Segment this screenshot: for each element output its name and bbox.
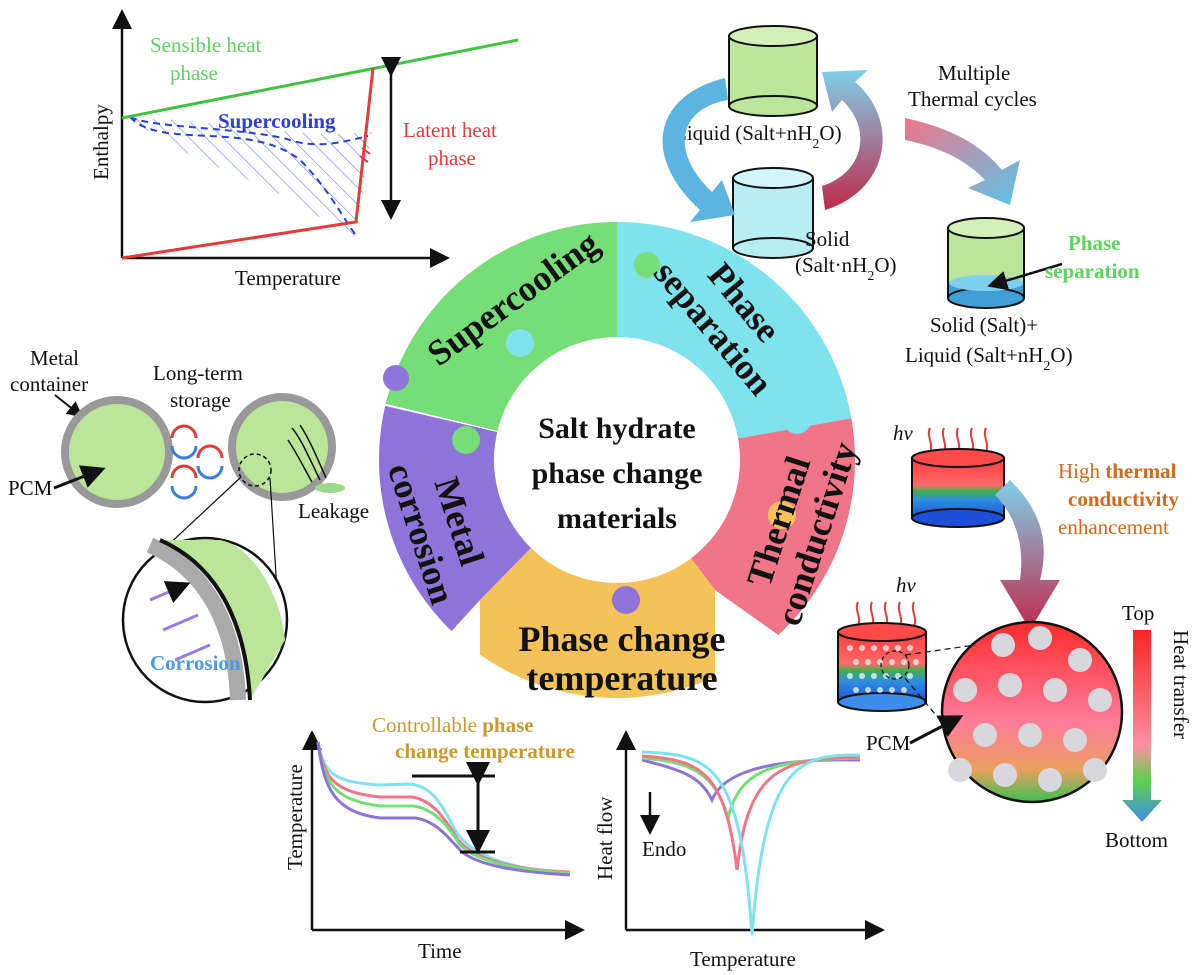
conductivity-title-2: conductivity xyxy=(1068,487,1179,511)
composite-cylinder xyxy=(837,622,927,712)
phase-sep-label-1: Phase xyxy=(1068,231,1121,255)
hv-label-1: hv xyxy=(893,421,914,445)
pcm-label-left: PCM xyxy=(8,476,53,500)
pcm-label-right: PCM xyxy=(866,731,911,755)
center-line-2: phase change xyxy=(532,457,703,490)
conductivity-title-1: High thermal xyxy=(1058,459,1177,483)
chart2-ylabel: Heat flow xyxy=(593,796,617,880)
phase-separation-panel: Liquid (Salt+nH2O) Solid (Salt·nH2O) Mul… xyxy=(662,25,1140,374)
leakage-label: Leakage xyxy=(298,499,369,523)
puzzle-knobs xyxy=(383,252,811,636)
cycle-swirl-icons xyxy=(170,424,224,500)
storage-label-2: storage xyxy=(170,388,231,412)
metal-container-label-2: container xyxy=(10,372,88,396)
mixture-label-2: Liquid (Salt+nH2O) xyxy=(905,343,1073,374)
heat-transfer-label: Heat transfer xyxy=(1169,630,1193,739)
ring-center xyxy=(496,339,738,581)
cooling-curve-chart: Temperature Time xyxy=(283,730,585,963)
corrosion-label: Corrosion xyxy=(150,651,241,675)
chart1-xlabel: Time xyxy=(418,939,462,963)
heat-transfer-bar xyxy=(1122,630,1162,822)
solid-cylinder xyxy=(732,167,814,259)
enhancement-arrow xyxy=(995,480,1060,630)
metal-container-circle xyxy=(61,396,173,508)
controllable-label-1: Controllable phase xyxy=(372,713,534,737)
enthalpy-axis-label: Enthalpy xyxy=(89,104,113,180)
thermal-cycles-arrow xyxy=(905,118,1020,205)
controllable-label-2: change temperature xyxy=(395,739,575,763)
corrosion-arrows xyxy=(149,581,211,662)
center-title: Salt hydrate phase change materials xyxy=(532,412,703,535)
endo-label: Endo xyxy=(642,837,686,861)
metal-corrosion-panel: Metal container PCM Long-term storage Le… xyxy=(8,346,369,704)
heat-top-label: Top xyxy=(1122,601,1154,625)
liquid-label: Liquid (Salt+nH2O) xyxy=(674,121,842,152)
separated-cylinder xyxy=(947,217,1025,309)
segment-label-temperature: temperature xyxy=(526,658,717,698)
solid-label-2: (Salt·nH2O) xyxy=(795,253,897,284)
thermal-conductivity-panel: hv High thermal conductivity enhancement… xyxy=(837,421,1193,852)
latent-heat-label-2: phase xyxy=(428,146,476,170)
dsc-heat-flow-chart: Endo Heat flow Temperature xyxy=(593,730,885,971)
cycle-arrow-right xyxy=(822,70,883,210)
mixture-label-1: Solid (Salt)+ xyxy=(930,313,1038,337)
leakage-puddle xyxy=(315,483,345,493)
gradient-cylinder xyxy=(911,448,1005,528)
phase-sep-label-2: separation xyxy=(1045,259,1140,283)
chart2-xlabel: Temperature xyxy=(690,947,796,971)
supercooling-panel: Sensible heat phase Supercooling Latent … xyxy=(89,9,519,290)
segment-label-phase-change: Phase change xyxy=(519,619,726,659)
magnified-sphere xyxy=(940,620,1124,804)
storage-label-1: Long-term xyxy=(153,361,243,385)
conductivity-title-3: enhancement xyxy=(1058,515,1169,539)
heat-bottom-label: Bottom xyxy=(1105,828,1168,852)
center-line-1: Salt hydrate xyxy=(538,412,696,445)
sensible-heat-label-2: phase xyxy=(170,61,218,85)
center-line-3: materials xyxy=(557,502,677,535)
temperature-axis-label: Temperature xyxy=(235,266,341,290)
liquid-cylinder xyxy=(728,25,818,117)
solid-label-1: Solid xyxy=(805,227,850,251)
phase-change-temperature-panel: Controllable phase change temperature Te… xyxy=(283,713,885,971)
cycle-arrow-left xyxy=(662,78,735,222)
sensible-heat-label-1: Sensible heat xyxy=(150,33,262,57)
leaking-container-circle xyxy=(228,393,336,501)
chart1-ylabel: Temperature xyxy=(283,764,307,870)
supercooling-label: Supercooling xyxy=(218,109,336,133)
hv-label-2: hv xyxy=(896,573,917,597)
cycles-label-2: Thermal cycles xyxy=(908,87,1037,111)
metal-container-label-1: Metal xyxy=(30,346,79,370)
cycles-label-1: Multiple xyxy=(938,61,1010,85)
latent-heat-label-1: Latent heat xyxy=(403,118,497,142)
